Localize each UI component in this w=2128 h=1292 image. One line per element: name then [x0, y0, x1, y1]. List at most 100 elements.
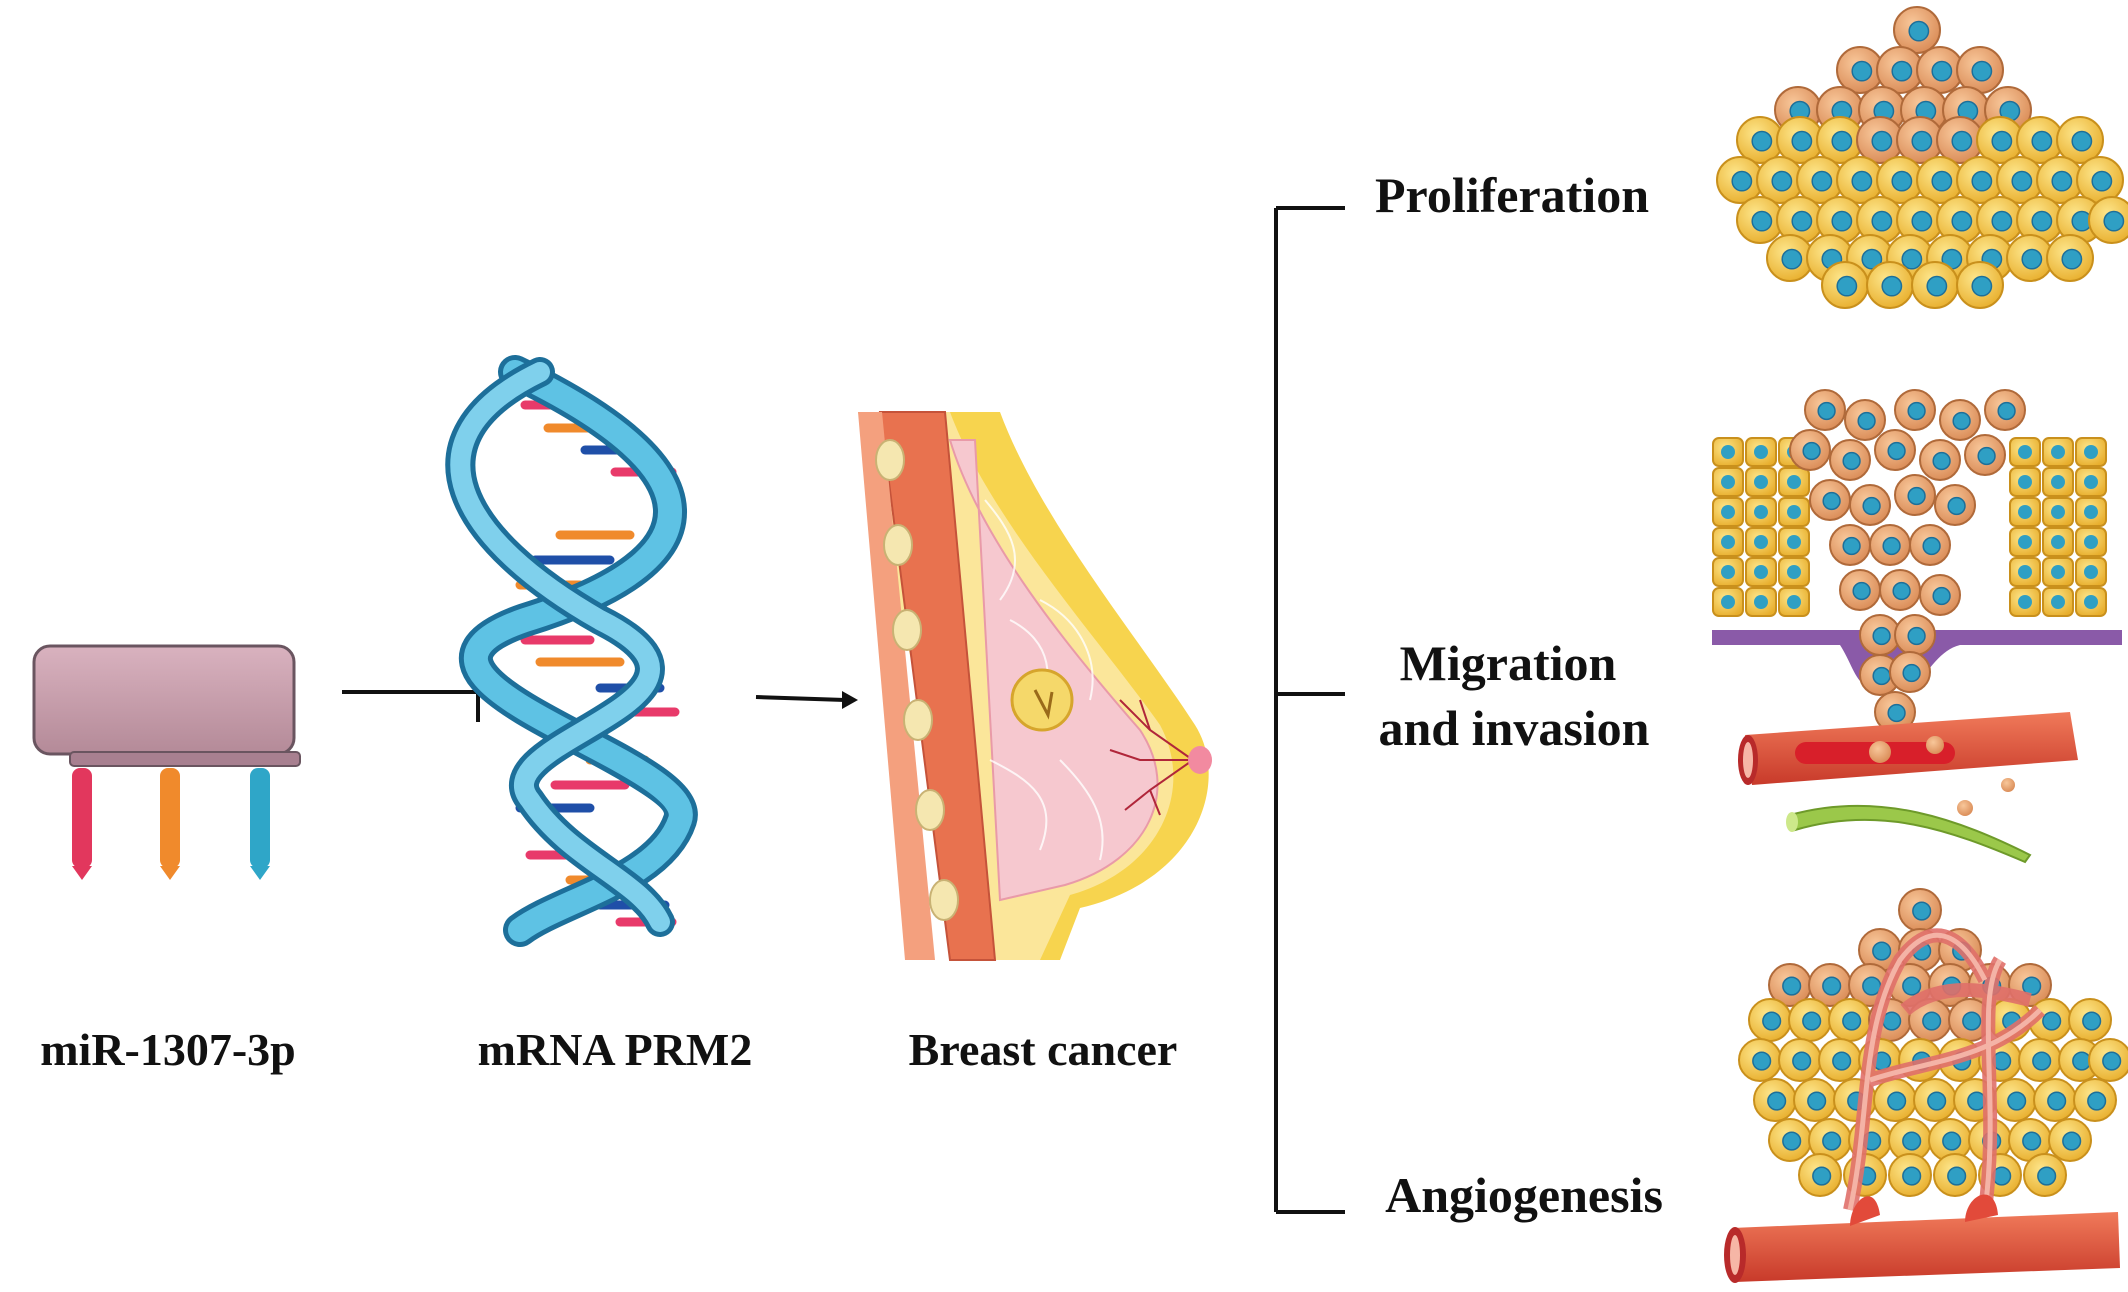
normal-cell	[1716, 156, 1764, 204]
mirna-label: miR-1307-3p	[40, 1024, 296, 1075]
normal-cell	[1818, 1038, 1862, 1082]
epithelial-cell	[1712, 587, 1744, 617]
epithelial-cell	[2042, 437, 2074, 467]
normal-cell	[1933, 1153, 1977, 1197]
normal-cell	[1798, 1153, 1842, 1197]
normal-cell	[1976, 196, 2024, 244]
tumor-cell	[1839, 569, 1881, 611]
normal-cell	[1778, 1038, 1822, 1082]
epithelial-cell	[2009, 557, 2041, 587]
epithelial-cell	[1778, 467, 1810, 497]
epithelial-cell	[1712, 497, 1744, 527]
normal-cell	[1816, 116, 1864, 164]
normal-cell	[1873, 1078, 1917, 1122]
normal-cell	[1821, 261, 1869, 309]
microrna-icon	[32, 644, 301, 880]
tumor-cell	[1898, 888, 1942, 932]
tumor-cell	[1919, 574, 1961, 616]
epithelial-cell	[1745, 467, 1777, 497]
epithelial-cell	[1712, 467, 1744, 497]
epithelial-cell	[2009, 437, 2041, 467]
normal-cell	[2023, 1153, 2067, 1197]
tumor-cell	[1934, 484, 1976, 526]
epithelial-cell	[2009, 467, 2041, 497]
breast-anatomy-icon	[858, 411, 1212, 961]
epithelial-cell	[1745, 437, 1777, 467]
tumor-cell	[1768, 963, 1812, 1007]
epithelial-cell	[2042, 497, 2074, 527]
normal-cell	[2018, 1038, 2062, 1082]
normal-cell	[2056, 116, 2104, 164]
epithelial-cell	[1778, 527, 1810, 557]
tumor-cell	[1894, 614, 1936, 656]
tumor-cell	[1809, 479, 1851, 521]
normal-cell	[1793, 1078, 1837, 1122]
normal-cell	[1866, 261, 1914, 309]
outcome-label-angiogenesis: Angiogenesis	[1385, 1167, 1663, 1223]
epithelial-cell	[2075, 587, 2107, 617]
blood-vessel-icon	[1738, 712, 2078, 785]
normal-cell	[2073, 1078, 2117, 1122]
epithelial-cell	[2042, 557, 2074, 587]
epithelial-cell	[2009, 527, 2041, 557]
tumor-cell	[1894, 389, 1936, 431]
normal-cell	[1888, 1118, 1932, 1162]
epithelial-cell	[2042, 467, 2074, 497]
outcome-bracket	[1274, 206, 1345, 1214]
epithelial-cell	[2042, 587, 2074, 617]
tumor-cell	[1844, 399, 1886, 441]
tumor-cell	[1893, 6, 1941, 54]
epithelial-cell	[2042, 527, 2074, 557]
tumor-cell	[1936, 116, 1984, 164]
epithelial-cell	[2009, 587, 2041, 617]
epithelial-cell	[1712, 527, 1744, 557]
normal-cell	[2033, 1078, 2077, 1122]
tumor-cell	[1849, 484, 1891, 526]
normal-cell	[1956, 261, 2004, 309]
invading-cells-icon	[1712, 389, 2122, 864]
tumor-cell	[1874, 429, 1916, 471]
epithelial-cell	[2075, 527, 2107, 557]
normal-cell	[1738, 1038, 1782, 1082]
promotion-arrow	[755, 691, 858, 709]
outcome-label-invasion: and invasion	[1379, 700, 1650, 756]
epithelial-cell	[1745, 527, 1777, 557]
tumor-cell	[1858, 928, 1902, 972]
normal-cell	[1911, 261, 1959, 309]
epithelial-cell	[2075, 497, 2107, 527]
normal-cell	[2008, 1118, 2052, 1162]
epithelial-cell	[1778, 557, 1810, 587]
tumor-cell	[1984, 389, 2026, 431]
epithelial-cell	[1778, 497, 1810, 527]
tumor-cell	[1894, 474, 1936, 516]
normal-cell	[1888, 1153, 1932, 1197]
normal-cell	[1996, 156, 2044, 204]
tumor-cell	[1829, 524, 1871, 566]
epithelial-cell	[2075, 437, 2107, 467]
epithelial-cell	[1778, 587, 1810, 617]
normal-cell	[2076, 156, 2124, 204]
tumor-cell	[1919, 439, 1961, 481]
tumor-cell	[1964, 434, 2006, 476]
tumor-cell	[1909, 524, 1951, 566]
normal-cell	[1776, 116, 1824, 164]
inhibition-arrow	[342, 664, 480, 722]
normal-cell	[1736, 196, 1784, 244]
normal-cell	[1828, 998, 1872, 1042]
cell-cluster-icon	[1716, 6, 2128, 309]
normal-cell	[2068, 998, 2112, 1042]
normal-cell	[1993, 1078, 2037, 1122]
tumor-cell	[1804, 389, 1846, 431]
epithelial-cell	[1712, 557, 1744, 587]
lymph-vessel-icon	[1786, 778, 2032, 864]
epithelial-cell	[1712, 437, 1744, 467]
epithelial-cell	[1745, 497, 1777, 527]
epithelial-cell	[2075, 467, 2107, 497]
tumor-vessels-icon	[1724, 888, 2128, 1283]
normal-cell	[2088, 1038, 2128, 1082]
epithelial-cell	[1745, 557, 1777, 587]
normal-cell	[2088, 196, 2128, 244]
normal-cell	[1768, 1118, 1812, 1162]
tumor-cell	[1869, 524, 1911, 566]
